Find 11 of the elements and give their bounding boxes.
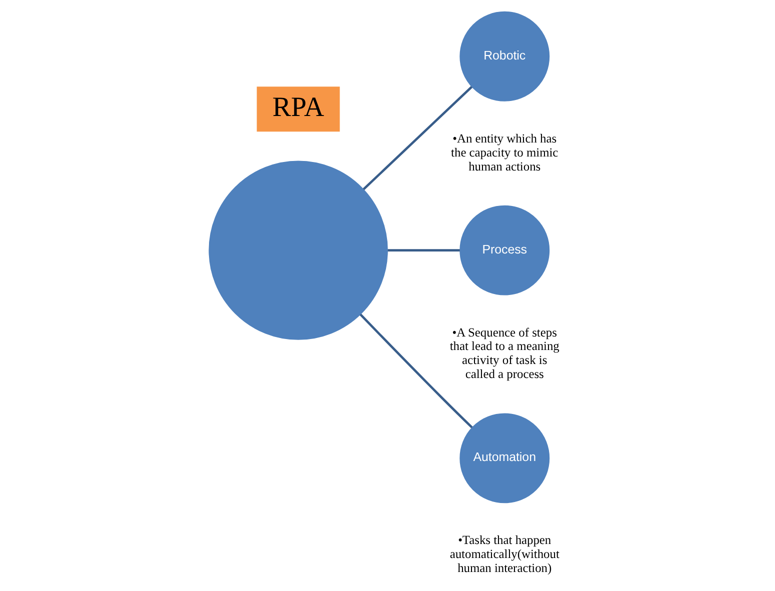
node-label: •Tasks that happen automatically(without human interaction) — [450, 533, 560, 576]
node-circle: Process — [460, 205, 550, 296]
node-circle: Robotic — [460, 11, 550, 102]
connector — [362, 86, 472, 190]
node-circle: Automation — [460, 413, 550, 504]
node-circle — [208, 160, 388, 340]
node-label: •An entity which has the capacity to mimic human actions — [451, 131, 558, 174]
connector — [360, 314, 473, 428]
node-box: RPA — [254, 84, 343, 135]
connector — [388, 249, 460, 252]
node-label: •A Sequence of steps that lead to a meaning activity of task is called a process — [450, 325, 560, 382]
